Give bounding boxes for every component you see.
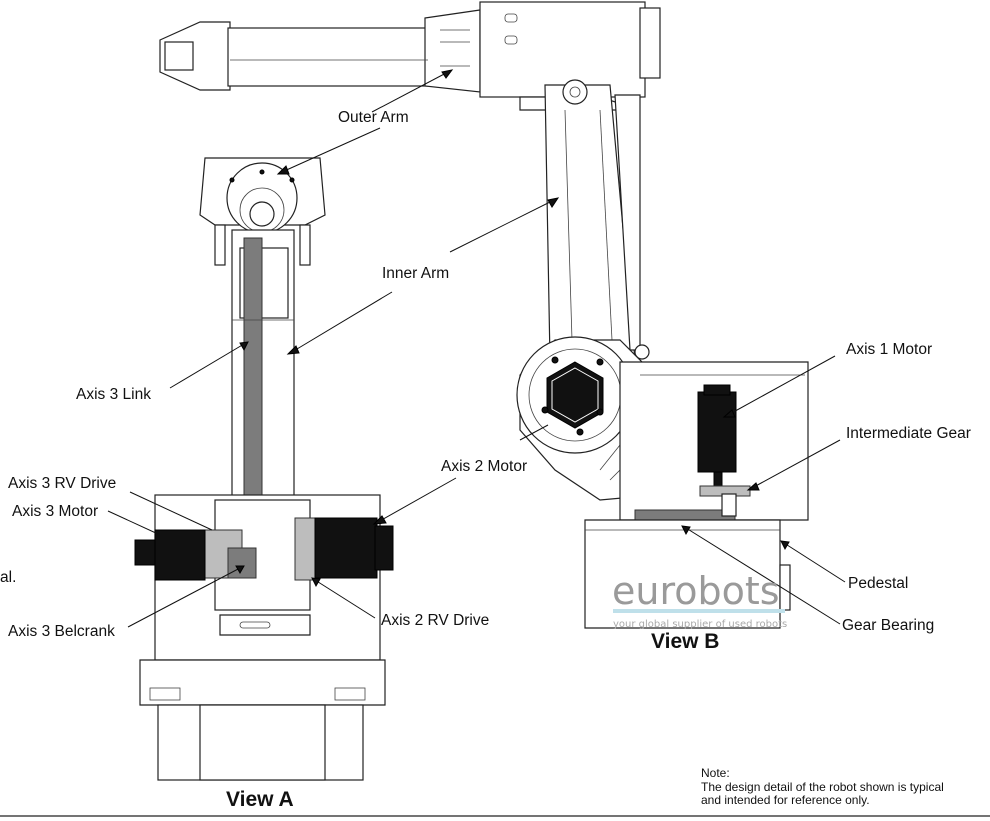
label-axis1-motor: Axis 1 Motor <box>846 341 932 358</box>
label-outer-arm: Outer Arm <box>338 109 409 126</box>
axis3-motor-shape <box>134 539 158 566</box>
watermark: eurobots your global supplier of used ro… <box>612 569 787 630</box>
inner-arm-a <box>231 229 295 554</box>
labels: Outer Arm Inner Arm Axis 3 Link Axis 3 R… <box>0 109 971 811</box>
view-a-robot <box>134 157 394 781</box>
note-line-1: The design detail of the robot shown is … <box>701 780 944 794</box>
note-line-2: and intended for reference only. <box>701 793 870 807</box>
label-stray-fragment: al. <box>0 569 16 586</box>
note: Note: The design detail of the robot sho… <box>701 766 944 807</box>
axis2-motor-b-shape <box>546 361 604 429</box>
label-axis3-belcrank: Axis 3 Belcrank <box>8 623 115 640</box>
axis2-motor-a-shape <box>314 517 378 579</box>
watermark-tagline: your global supplier of used robots <box>613 619 787 630</box>
watermark-brand: eurobots <box>612 569 780 613</box>
base-housing-b <box>619 361 809 525</box>
axis2-rv-drive-shape <box>294 517 316 581</box>
watermark-bar <box>613 609 785 613</box>
label-gear-bearing: Gear Bearing <box>842 617 934 634</box>
label-inner-arm: Inner Arm <box>382 265 449 282</box>
label-intermediate-gear: Intermediate Gear <box>846 425 971 442</box>
view-b-robot <box>159 1 809 629</box>
inner-arm-part <box>544 79 650 361</box>
label-axis2-rv-drive: Axis 2 RV Drive <box>381 612 489 629</box>
base-a <box>139 659 386 781</box>
axis1-motor-b-shape <box>697 391 737 473</box>
label-axis3-rv-drive: Axis 3 RV Drive <box>8 475 116 492</box>
note-heading: Note: <box>701 766 730 780</box>
label-axis3-link: Axis 3 Link <box>76 386 151 403</box>
pedestal-b <box>584 519 791 629</box>
leader-lines <box>107 69 846 628</box>
view-a-title: View A <box>226 788 294 811</box>
label-axis3-motor: Axis 3 Motor <box>12 503 98 520</box>
wrist-head-a <box>199 157 326 266</box>
axis3-belcrank-shape <box>227 547 257 579</box>
shoulder-a <box>134 494 394 661</box>
label-axis2-motor: Axis 2 Motor <box>441 458 527 475</box>
label-pedestal: Pedestal <box>848 575 908 592</box>
view-b-title: View B <box>651 630 719 653</box>
